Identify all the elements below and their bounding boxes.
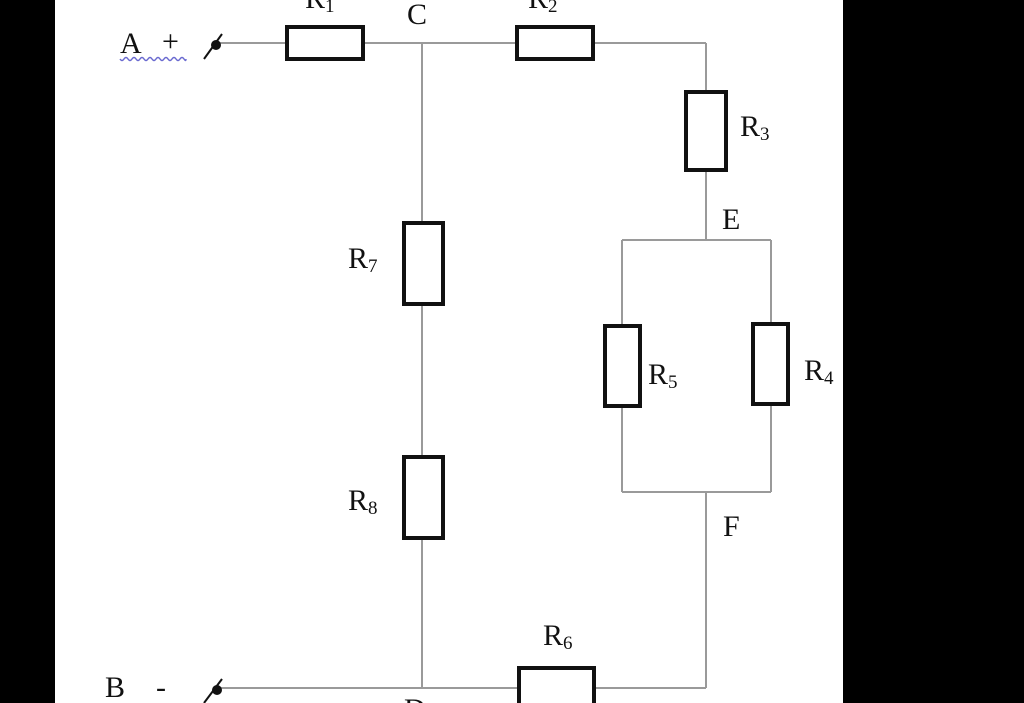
resistor-label-r2: R2	[528, 0, 558, 17]
terminal-b-letter: B	[105, 671, 125, 703]
node-label-e: E	[722, 203, 740, 236]
terminal-a-dot	[211, 40, 221, 50]
resistor-r2	[515, 25, 595, 61]
node-label-d: D	[404, 693, 426, 703]
resistor-r5	[603, 324, 642, 408]
resistor-r1	[285, 25, 365, 61]
node-label-f: F	[723, 510, 740, 543]
resistor-r3	[684, 90, 728, 172]
resistor-label-r3: R3	[740, 110, 770, 145]
resistor-label-r5: R5	[648, 358, 678, 393]
resistor-r6	[517, 666, 596, 703]
resistor-label-r6: R6	[543, 619, 573, 654]
resistor-r4	[751, 322, 790, 406]
terminal-a-sign: +	[162, 25, 179, 58]
resistor-label-r4: R4	[804, 354, 834, 389]
terminal-a-letter: A	[120, 27, 142, 60]
resistor-r7	[402, 221, 445, 306]
resistor-r8	[402, 455, 445, 540]
resistor-label-r7: R7	[348, 242, 378, 277]
terminal-a	[203, 33, 223, 60]
spellcheck-underline	[119, 56, 187, 62]
node-label-c: C	[407, 0, 427, 31]
terminal-b	[203, 678, 223, 703]
terminal-b-dot	[212, 685, 222, 695]
terminal-b-sign: -	[156, 671, 166, 703]
resistor-label-r8: R8	[348, 484, 378, 519]
resistor-label-r1: R1	[305, 0, 335, 17]
wires	[216, 42, 772, 689]
